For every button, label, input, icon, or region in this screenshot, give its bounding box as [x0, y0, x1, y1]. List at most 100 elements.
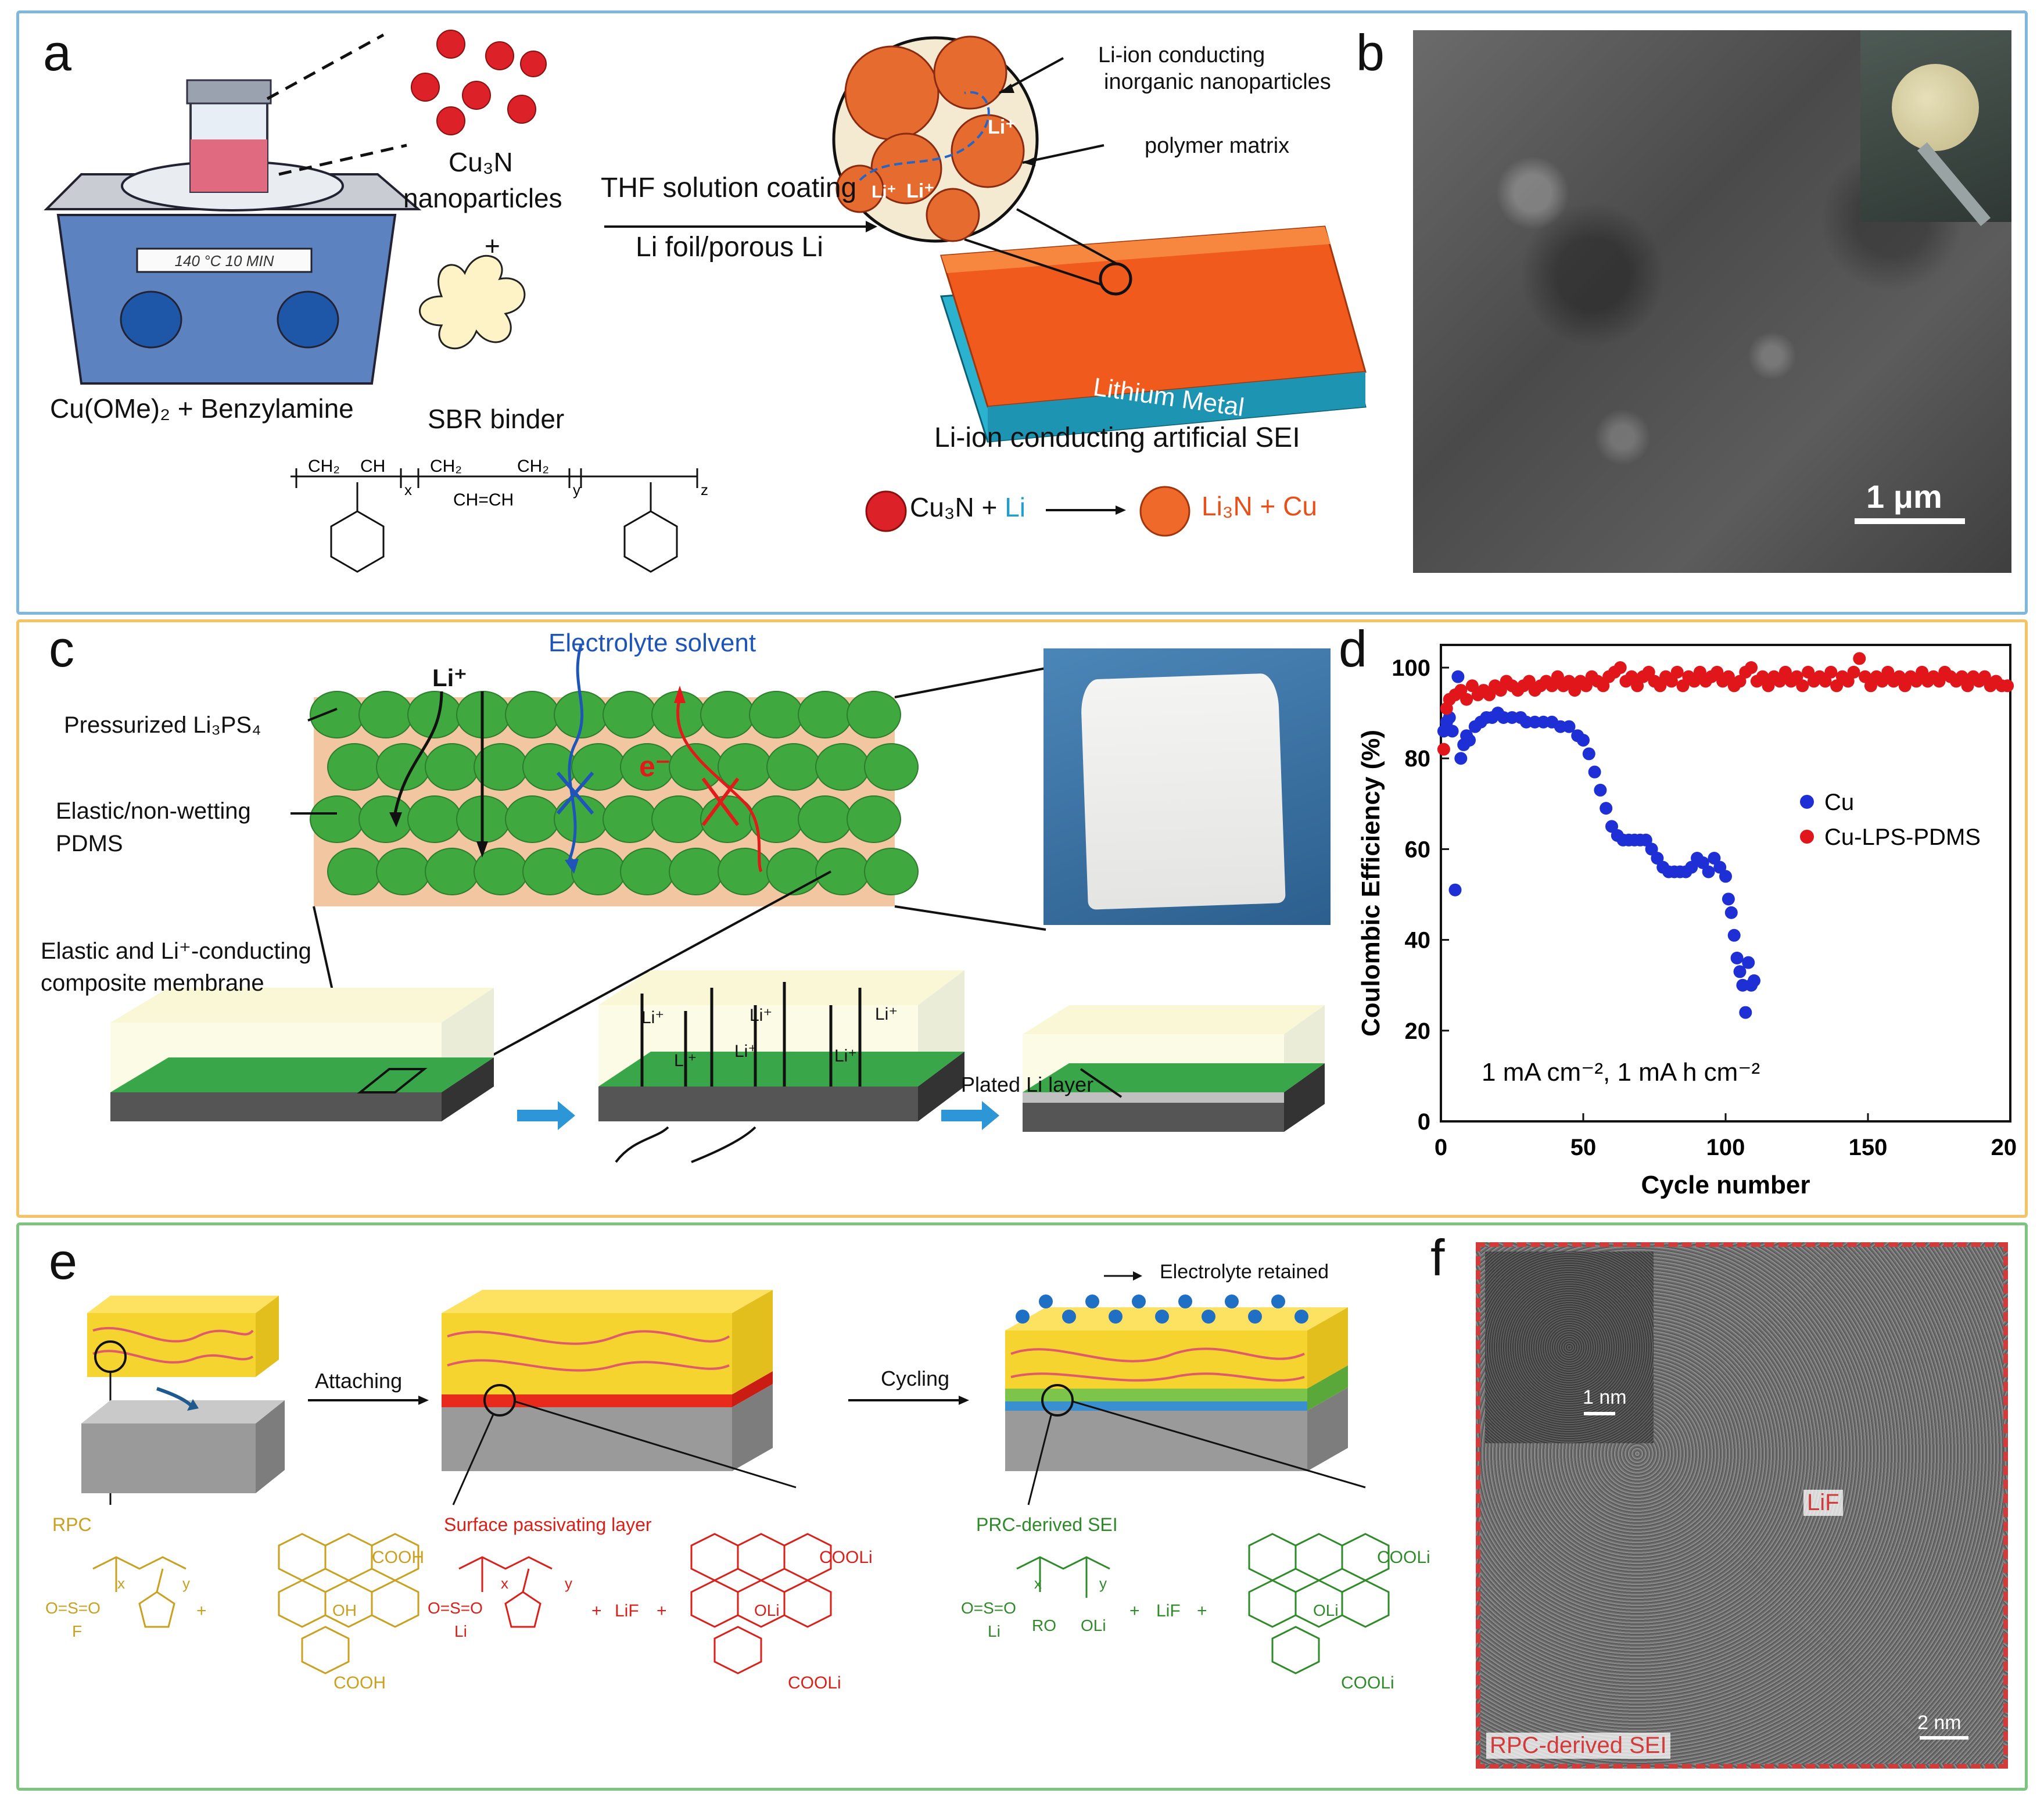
- li3ps4-particle: [603, 691, 657, 738]
- electrolyte-droplet: [1271, 1295, 1285, 1308]
- data-point-cu: [1739, 1006, 1752, 1019]
- legend-label: Cu: [1824, 790, 1854, 815]
- chem-subscript: x: [501, 1575, 508, 1592]
- li-plus-marker: Li⁺: [872, 182, 897, 202]
- electrolyte-droplet: [1132, 1295, 1146, 1308]
- callout-polymer: polymer matrix: [1145, 134, 1290, 158]
- li3ps4-particle: [864, 743, 919, 791]
- li3ps4-particle: [815, 743, 870, 791]
- li3ps4-particle: [327, 743, 382, 791]
- chem-label: Li: [988, 1622, 1001, 1640]
- data-point-cu: [1742, 956, 1755, 969]
- chem-label: RO: [1032, 1616, 1056, 1634]
- tem-caption: RPC-derived SEI: [1486, 1733, 1670, 1759]
- chem-subscript: y: [182, 1575, 190, 1592]
- electron-minus-label: e-: [695, 1160, 711, 1179]
- data-point-cu: [1600, 802, 1613, 815]
- reaction-cu3n: Cu₃N +: [910, 492, 1005, 522]
- x-tick-label: 200: [1991, 1135, 2016, 1160]
- li3ps4-particle: [847, 795, 901, 843]
- polymer-group: CH₂: [430, 457, 462, 476]
- precursor-label: Cu(OMe)₂ + Benzylamine: [50, 393, 354, 424]
- chem-label: OLi: [1313, 1601, 1339, 1619]
- reaction-rhs: Li₃N + Cu: [1202, 491, 1317, 521]
- data-point-cu-lps-pdms: [1796, 679, 1809, 693]
- li3ps4-particle: [847, 691, 901, 738]
- li3ps4-particle: [766, 848, 821, 895]
- polymer-group: CH₂: [308, 457, 340, 476]
- y-tick-label: 60: [1405, 837, 1431, 862]
- hotplate-icon: [44, 79, 422, 385]
- li3ps4-particles: [310, 691, 919, 895]
- data-point-cu-lps-pdms: [1460, 693, 1473, 706]
- li-plus-label: Li⁺: [734, 1042, 758, 1061]
- electron-minus-label: e-: [738, 1160, 754, 1179]
- y-axis-label: Coulombic Efficiency (%): [1357, 730, 1385, 1037]
- electrolyte-droplet: [1016, 1310, 1030, 1324]
- condition-label: 1 mA cm⁻², 1 mA h cm⁻²: [1482, 1058, 1760, 1087]
- data-point-cu: [1562, 720, 1576, 733]
- electron-minus-label: e-: [794, 1160, 809, 1179]
- data-point-cu: [1748, 974, 1760, 987]
- chem-label: OH: [332, 1601, 357, 1619]
- li3ps4-particle: [815, 848, 870, 895]
- legend-marker: [1800, 830, 1814, 844]
- scale-bar-label: 1 μm: [1866, 478, 1942, 515]
- sei-title: Li-ion conducting artificial SEI: [934, 422, 1300, 453]
- electrolyte-retained-label: Electrolyte retained: [1160, 1261, 1329, 1283]
- x-axis-label: Cycle number: [1641, 1171, 1810, 1199]
- electrolyte-droplet: [1178, 1295, 1192, 1308]
- chem-label: LiF: [615, 1601, 639, 1620]
- li3ps4-particle: [651, 795, 706, 843]
- data-point-cu: [1733, 965, 1747, 978]
- rpc-structure: [92, 1533, 419, 1674]
- li3ps4-particle: [603, 795, 657, 843]
- hrtem-inset: 1 nm: [1485, 1252, 1654, 1443]
- y-tick-label: 40: [1405, 928, 1431, 953]
- data-point-cu-lps-pdms: [1437, 743, 1450, 756]
- attaching-label: Attaching: [315, 1369, 403, 1393]
- li-plus-label: Li⁺: [674, 1051, 697, 1070]
- membrane-label: composite membrane: [41, 970, 264, 996]
- chem-label: O=S=O: [961, 1599, 1016, 1617]
- legend-label: Cu-LPS-PDMS: [1824, 824, 1981, 850]
- rpc-label: RPC: [52, 1514, 92, 1535]
- data-point-cu: [1582, 747, 1595, 761]
- li-plus-label: Li⁺: [875, 1005, 898, 1024]
- inset-scale-bar: [1584, 1412, 1615, 1415]
- data-point-cu-lps-pdms: [1670, 665, 1684, 679]
- arrow-top-label: THF solution coating: [601, 173, 857, 203]
- data-point-cu-lps-pdms: [1853, 652, 1866, 665]
- li-plating-block: [598, 970, 964, 1163]
- rpc-film-icon: [87, 1296, 279, 1505]
- li3ps4-particle: [376, 848, 431, 895]
- electrolyte-droplet: [1109, 1310, 1123, 1324]
- artificial-sei-block: [939, 208, 1367, 443]
- electron-minus-label: e-: [662, 1160, 678, 1179]
- data-point-cu-lps-pdms: [1824, 665, 1838, 679]
- electrolyte-droplet: [1294, 1310, 1308, 1324]
- li3ps4-particle: [718, 743, 772, 791]
- data-point-cu-lps-pdms: [2001, 679, 2014, 693]
- nanoparticles-label-1: Cu₃N: [449, 147, 513, 177]
- plus-sign: +: [485, 231, 500, 261]
- magnified-composite-icon: [832, 35, 1039, 243]
- substrate-block-icon: [81, 1400, 285, 1493]
- li3ps4-particle: [522, 848, 577, 895]
- data-point-cu-lps-pdms: [1613, 661, 1627, 675]
- data-point-cu-lps-pdms: [1847, 665, 1860, 679]
- callout-inorganic: Li-ion conducting: [1098, 43, 1265, 67]
- chem-label: +: [1129, 1601, 1140, 1620]
- data-point-cu: [1724, 906, 1738, 919]
- membrane-label: Elastic and Li⁺-conducting: [41, 938, 311, 964]
- chem-label: +: [591, 1601, 602, 1620]
- chem-label: F: [72, 1622, 83, 1640]
- sbr-polymer-structure: [291, 468, 698, 573]
- li3ps4-particle: [669, 743, 723, 791]
- data-point-cu: [1730, 951, 1744, 964]
- li3ps4-particle: [571, 848, 626, 895]
- panel-a-label: a: [43, 24, 71, 81]
- chem-subscript: x: [1034, 1575, 1042, 1592]
- scale-label: 2 nm: [1917, 1712, 1961, 1734]
- electrolyte-droplet: [1248, 1310, 1262, 1324]
